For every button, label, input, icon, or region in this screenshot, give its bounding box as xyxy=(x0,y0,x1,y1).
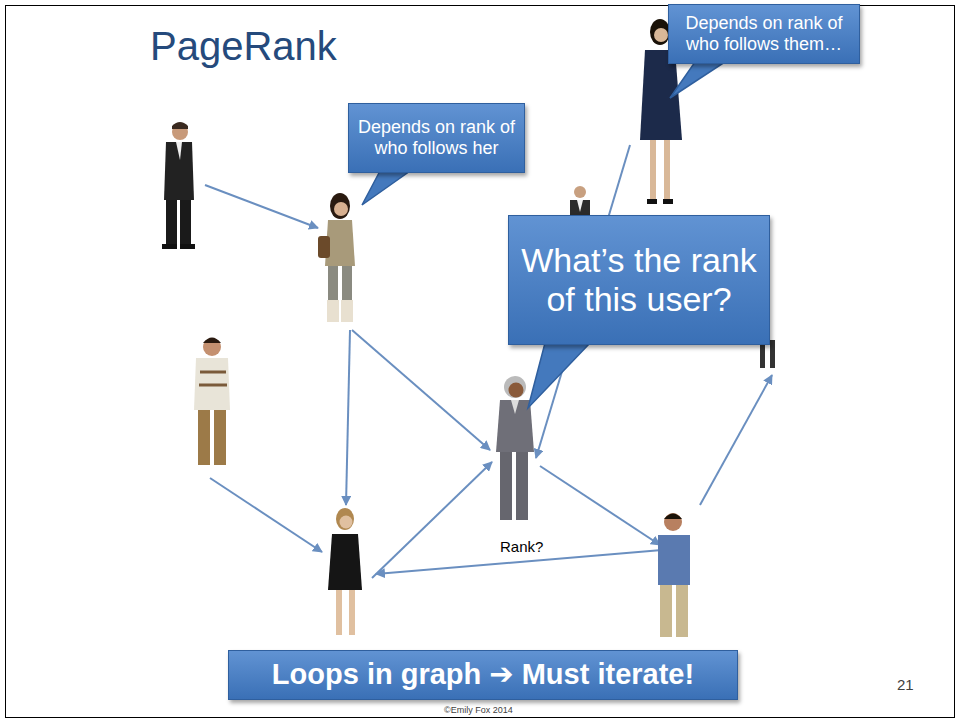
callout-box: Depends on rank of who follows her xyxy=(348,103,525,173)
slide-border xyxy=(6,6,955,718)
copyright-note: ©Emily Fox 2014 xyxy=(444,705,513,715)
callout-text: What’s the rank of this user? xyxy=(517,241,761,319)
follow-arrows xyxy=(205,145,772,578)
banner-box: Loops in graph ➔ Must iterate! xyxy=(228,650,738,700)
slide-title: PageRank xyxy=(150,24,337,69)
banner-text: Loops in graph ➔ Must iterate! xyxy=(272,658,694,691)
callout-box: What’s the rank of this user? xyxy=(508,215,770,345)
page-number: 21 xyxy=(897,676,914,693)
callout-text: Depends on rank of who follows them… xyxy=(677,13,851,54)
callout-box: Depends on rank of who follows them… xyxy=(668,4,860,64)
people xyxy=(162,19,775,637)
node-caption: Rank? xyxy=(500,538,543,555)
callout-text: Depends on rank of who follows her xyxy=(357,117,516,158)
